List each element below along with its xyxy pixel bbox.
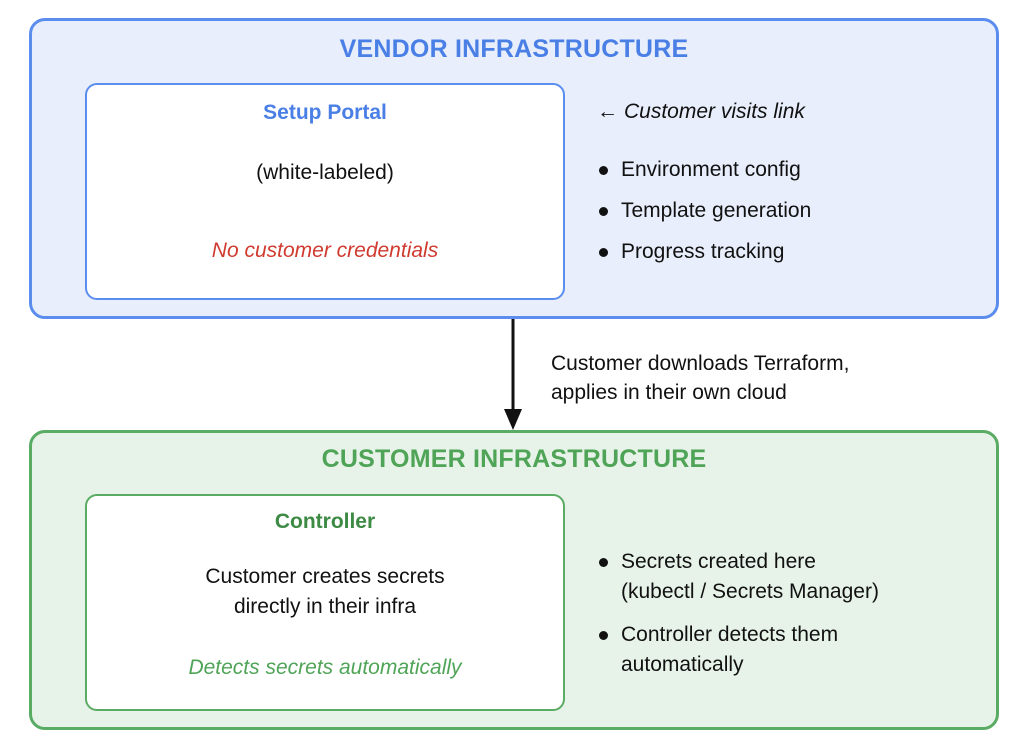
customer-zone-title: CUSTOMER INFRASTRUCTURE [321, 445, 707, 473]
list-item: Controller detects them automatically [595, 620, 879, 680]
left-arrow-icon: ← [597, 100, 618, 123]
controller-title: Controller [274, 510, 376, 533]
vendor-zone-title: VENDOR INFRASTRUCTURE [339, 35, 689, 63]
customer-visits-link-text: Customer visits link [624, 100, 805, 123]
vendor-infrastructure-zone: VENDOR INFRASTRUCTURE Setup Portal (whit… [29, 18, 999, 319]
customer-feature-list: Secrets created here (kubectl / Secrets … [595, 547, 879, 693]
controller-description: Customer creates secrets directly in the… [205, 565, 445, 618]
list-item: Template generation [595, 198, 811, 239]
list-item: Secrets created here (kubectl / Secrets … [595, 547, 879, 607]
detects-secrets-note: Detects secrets automatically [188, 656, 462, 679]
setup-portal-card: Setup Portal (white-labeled) No customer… [85, 83, 565, 300]
flow-arrow-icon [504, 319, 522, 430]
list-item: Progress tracking [595, 239, 811, 280]
setup-portal-subtitle: (white-labeled) [256, 161, 394, 184]
list-item: Environment config [595, 157, 811, 198]
flow-label: Customer downloads Terraform, applies in… [551, 349, 849, 407]
setup-portal-title: Setup Portal [263, 101, 387, 124]
controller-card: Controller Customer creates secrets dire… [85, 494, 565, 711]
flow-label-line1: Customer downloads Terraform, [551, 352, 850, 375]
customer-infrastructure-zone: CUSTOMER INFRASTRUCTURE Controller Custo… [29, 430, 999, 730]
flow-label-line2: applies in their own cloud [551, 381, 787, 404]
flow-arrow-head [504, 409, 522, 430]
customer-visits-link-note: ← Customer visits link [597, 100, 805, 124]
vendor-feature-list: Environment config Template generation P… [595, 157, 811, 280]
no-credentials-note: No customer credentials [211, 239, 439, 262]
